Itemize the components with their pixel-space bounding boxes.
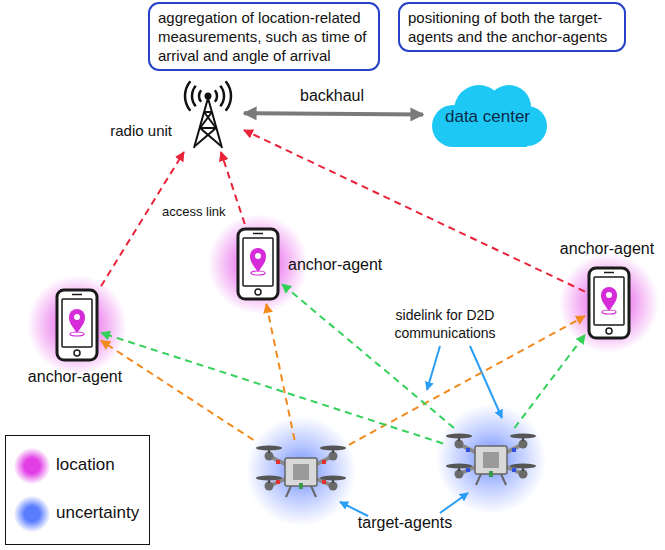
target-drone bbox=[255, 442, 347, 500]
label-holder: data center bbox=[425, 107, 550, 127]
legend-text: location bbox=[56, 455, 115, 475]
drone-icon bbox=[445, 430, 537, 488]
process-box: positioning of both the target-agents an… bbox=[398, 2, 626, 52]
node-label: anchor-agent bbox=[553, 240, 661, 258]
anchor-agent: anchor-agent bbox=[236, 226, 408, 304]
data-center-cloud: data center bbox=[425, 80, 550, 150]
edge-label: backhaul bbox=[298, 87, 366, 105]
leader-arrow bbox=[470, 346, 502, 418]
label-holder: anchor-agent bbox=[288, 256, 408, 274]
sidelink-label: sidelink for D2D communications bbox=[380, 306, 510, 342]
phone-icon bbox=[236, 226, 280, 302]
label-holder: anchor-agent bbox=[553, 240, 661, 258]
leader-arrow bbox=[340, 502, 368, 516]
uncertainty-glow bbox=[436, 404, 546, 514]
access-link bbox=[101, 152, 184, 286]
anchor-agent: anchor-agent bbox=[10, 288, 140, 392]
sidelink bbox=[101, 341, 253, 440]
box-text: aggregation of location-related measurem… bbox=[158, 8, 370, 65]
legend-swatch bbox=[14, 496, 50, 532]
node-label: data center bbox=[425, 107, 550, 127]
drone-icon bbox=[255, 442, 347, 500]
legend-row: location bbox=[6, 448, 146, 484]
access-link bbox=[244, 130, 585, 292]
legend-row: uncertainty bbox=[6, 496, 146, 532]
box-text: positioning of both the target-agents an… bbox=[408, 8, 616, 46]
target-label: target-agents bbox=[345, 514, 465, 532]
phone-icon bbox=[55, 288, 99, 362]
legend-box: location uncertainty bbox=[5, 435, 150, 545]
uncertainty-glow bbox=[27, 275, 127, 375]
anchor-agent: anchor-agent bbox=[553, 240, 661, 342]
sidelink bbox=[266, 304, 294, 440]
uncertainty-glow bbox=[246, 416, 356, 526]
sidelink bbox=[101, 333, 443, 444]
radio-unit: radio unit bbox=[96, 76, 242, 152]
sidelink bbox=[514, 335, 585, 428]
leader-arrow bbox=[440, 493, 468, 513]
phone-icon bbox=[587, 266, 631, 340]
leader-arrow bbox=[427, 346, 440, 390]
backhaul-link bbox=[244, 113, 423, 114]
sidelink bbox=[282, 284, 454, 428]
edge-label: access link bbox=[160, 204, 228, 219]
process-box: aggregation of location-related measurem… bbox=[148, 2, 380, 71]
legend-text: uncertainty bbox=[56, 503, 139, 523]
node-label: anchor-agent bbox=[288, 256, 408, 274]
label-holder: radio unit bbox=[96, 122, 172, 139]
node-label: anchor-agent bbox=[10, 368, 140, 386]
node-label: radio unit bbox=[96, 122, 172, 139]
uncertainty-glow bbox=[559, 253, 659, 353]
label-holder: anchor-agent bbox=[10, 368, 140, 386]
tower-icon bbox=[174, 76, 242, 150]
legend-swatch bbox=[14, 448, 50, 484]
target-drone bbox=[445, 430, 537, 488]
